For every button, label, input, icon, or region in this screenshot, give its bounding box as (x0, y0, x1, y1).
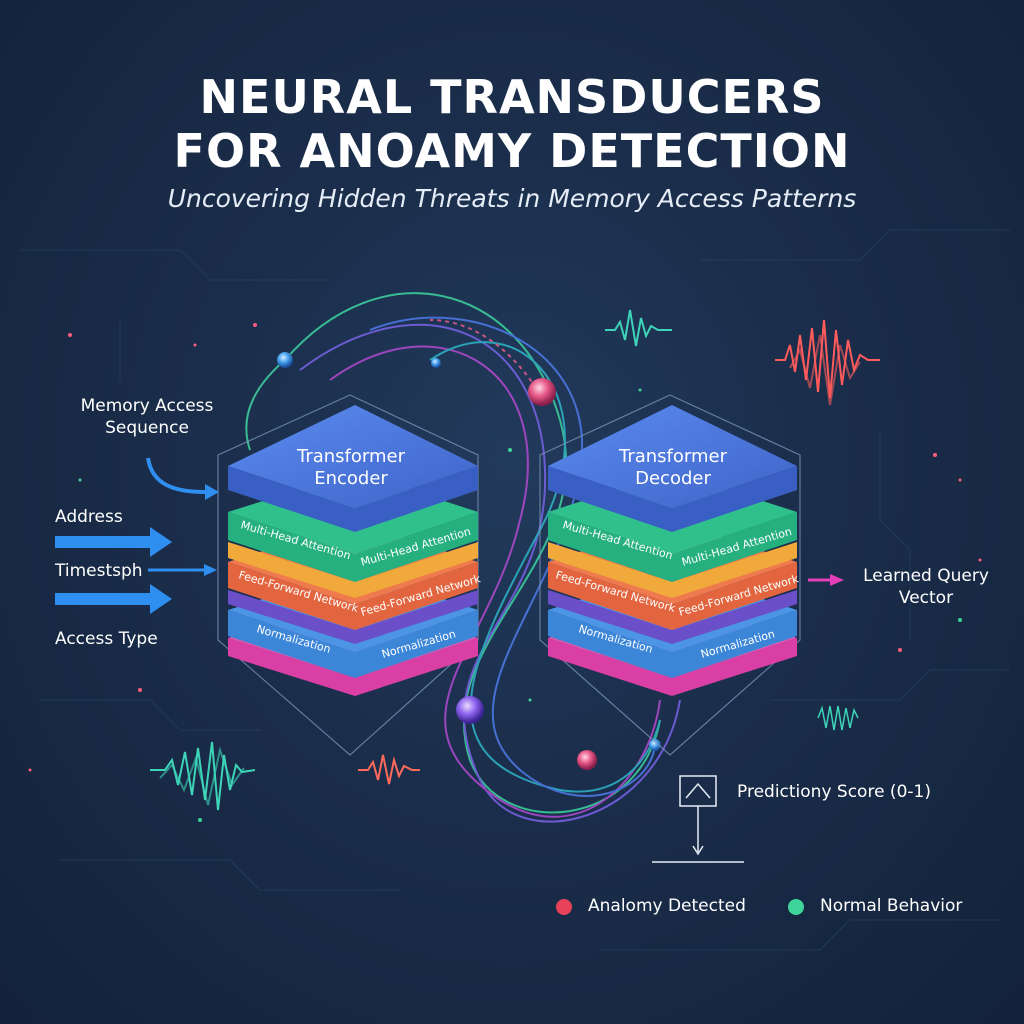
decoder-layer-top (548, 405, 797, 532)
query-vector-arrow (808, 574, 844, 586)
particle-orbs (277, 352, 661, 770)
decoder-title-line-1: Transformer (618, 446, 727, 467)
encoder-layer-top (228, 405, 478, 532)
decoder-layer-orange (548, 542, 797, 598)
decoder-block (539, 394, 801, 756)
waveform-green-top (605, 309, 672, 347)
query-label-line-1: Learned Query (863, 566, 989, 586)
decoder-outline (539, 394, 801, 756)
query-label-line-2: Vector (898, 588, 954, 608)
anomaly-legend-label: Analomy Detected (588, 896, 746, 916)
particle-dots (28, 323, 982, 772)
address-label: Address (55, 507, 123, 527)
encoder-layer-purple (228, 590, 478, 644)
encoder-title-line-1: Transformer (296, 446, 405, 467)
prediction-gauge (652, 775, 744, 863)
access-type-label: Access Type (55, 629, 158, 649)
encoder-layer-orange (228, 542, 478, 598)
normal-legend-dot (788, 899, 804, 915)
decoder-title: Transformer Decoder (588, 446, 758, 490)
sequence-label-line-2: Sequence (105, 418, 189, 438)
page-title-line-1: NEURAL TRANSDUCERS (199, 70, 825, 124)
prediction-score-label: Predictiony Score (0-1) (737, 782, 931, 802)
page-subtitle: Uncovering Hidden Threats in Memory Acce… (167, 184, 857, 213)
waveform-red-right (775, 319, 880, 406)
anomaly-legend-dot (556, 899, 572, 915)
sequence-label-line-1: Memory Access (80, 396, 214, 416)
encoder-title: Transformer Encoder (266, 446, 436, 490)
decoder-layer-purple (548, 590, 797, 644)
waveform-green-bottom-left (150, 741, 256, 811)
waveform-green-right (817, 705, 859, 731)
encoder-title-line-2: Encoder (314, 468, 388, 489)
address-arrow (55, 527, 172, 557)
connection-curves (245, 292, 681, 823)
timestamp-arrow (148, 564, 217, 576)
learned-query-vector-label: Learned Query Vector (846, 565, 1006, 609)
circuit-background (20, 229, 1010, 951)
normal-legend-label: Normal Behavior (820, 896, 963, 916)
encoder-block (217, 394, 479, 756)
memory-access-sequence-label: Memory Access Sequence (62, 395, 232, 439)
timestamp-label: Timestsph (55, 561, 143, 581)
page-title-line-2: FOR ANOAMY DETECTION (173, 124, 851, 178)
sequence-arrow (146, 457, 206, 494)
decoder-title-line-2: Decoder (635, 468, 711, 489)
waveform-red-bottom (358, 754, 420, 785)
access-type-arrow (55, 584, 172, 614)
